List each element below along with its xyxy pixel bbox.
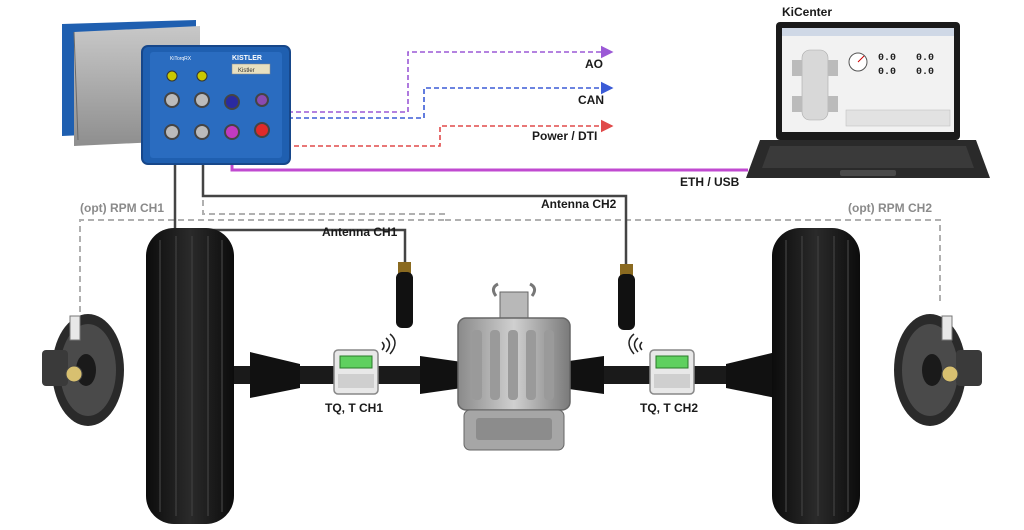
antenna-ch2-label: Antenna CH2 [541, 197, 617, 211]
brake-disc-left [52, 314, 124, 426]
screen-gauge [848, 52, 868, 72]
screen-car-silhouette [792, 49, 838, 121]
rpm-ch2-label: (opt) RPM CH2 [848, 201, 932, 215]
drive-shaft-right [562, 352, 792, 398]
rpm-ch2-line [202, 160, 941, 305]
yellow-connectors [166, 70, 208, 82]
laptop: 0.0 0.0 0.0 0.0 [746, 22, 990, 178]
antenna-ch2-cable [201, 160, 628, 264]
wireless-icon [628, 333, 643, 355]
rpm-sensor-right [941, 315, 982, 386]
antenna-ch1 [396, 262, 413, 328]
wheel-right [772, 228, 860, 524]
power-dti-line [262, 119, 614, 147]
antenna-ch2 [618, 264, 635, 330]
eth-usb-line [230, 132, 748, 172]
kicenter-label: KiCenter [782, 5, 832, 19]
port-connectors [164, 92, 270, 140]
screen-readout-3: 0.0 [878, 67, 896, 78]
rpm-sensor-left [42, 315, 83, 386]
can-label: CAN [578, 93, 604, 107]
screen-readout-2: 0.0 [916, 53, 934, 64]
torque-sensor-ch1 [333, 349, 379, 395]
can-line [280, 81, 614, 119]
ao-label: AO [585, 57, 603, 71]
svg-text:KISTLER: KISTLER [232, 55, 262, 62]
antenna-ch1-cable [173, 160, 407, 262]
torque-sensor-ch2 [649, 349, 695, 395]
kistler-device: KISTLER KiTorqRX Kistler [62, 20, 291, 165]
brake-disc-right [894, 314, 966, 426]
ao-line [280, 45, 614, 113]
svg-text:Kistler: Kistler [238, 68, 255, 74]
svg-text:KiTorqRX: KiTorqRX [170, 56, 192, 62]
power-dti-label: Power / DTI [532, 129, 597, 143]
tq-ch1-label: TQ, T CH1 [325, 401, 383, 415]
rpm-ch1-label: (opt) RPM CH1 [80, 201, 164, 215]
antenna-ch1-label: Antenna CH1 [322, 225, 398, 239]
rpm-ch1-line [79, 219, 445, 312]
brand-logo: KISTLER [232, 55, 262, 62]
differential [457, 282, 571, 451]
eth-usb-label: ETH / USB [680, 175, 740, 189]
tq-ch2-label: TQ, T CH2 [640, 401, 698, 415]
screen-readout-1: 0.0 [878, 53, 896, 64]
screen-readout-4: 0.0 [916, 67, 934, 78]
wheel-left [146, 228, 234, 524]
wireless-icon [381, 333, 396, 355]
